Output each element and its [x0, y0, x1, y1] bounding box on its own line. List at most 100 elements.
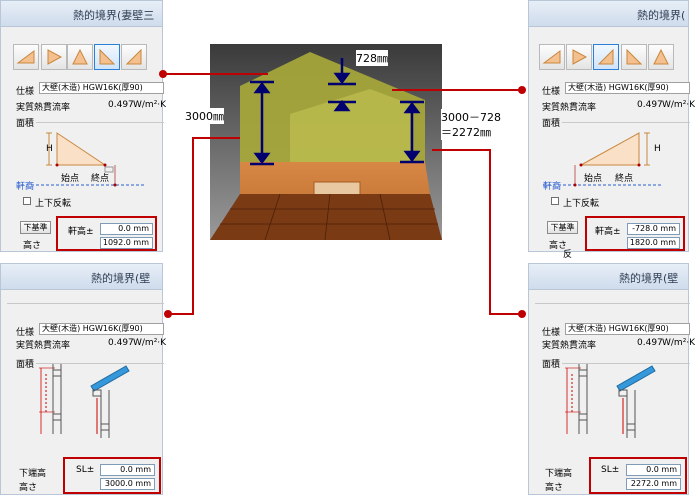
area-group-label: 面積	[16, 360, 35, 370]
highlight-box	[63, 457, 161, 494]
window-title: 熱的境界(壁	[91, 272, 151, 285]
title-bar: 熱的境界(妻壁三	[1, 1, 162, 27]
spec-field[interactable]: 大壁(木造) HGW16K(厚90)	[39, 82, 164, 94]
highlight-box	[585, 216, 685, 251]
height-input[interactable]: 3000.0 mm	[100, 478, 155, 490]
highlight-box	[589, 457, 687, 494]
wall-height-callout: 3000㎜	[185, 108, 224, 124]
gable-inner-face	[290, 89, 410, 162]
area-group-divider	[36, 122, 164, 123]
heat-transmittance-value: 0.497	[637, 100, 663, 110]
window-title: 熱的境界(壁	[619, 272, 679, 285]
sl-offset-label: SL±	[601, 465, 620, 475]
height-label: 高さ	[545, 483, 564, 493]
eave-height-label: 軒高	[543, 182, 562, 192]
height-label: 高さ	[23, 241, 42, 251]
height-diff-formula: 3000－728	[441, 109, 501, 125]
floor-face	[210, 194, 442, 240]
panel-wall-right: 熱的境界(壁 仕様 大壁(木造) HGW16K(厚90) 実質熱貫流率 0.49…	[528, 263, 695, 495]
panel-gable-wall-left: 熱的境界(妻壁三 仕様 大壁(木造) HGW16K(厚90) 実質熱貫流率 0.…	[0, 0, 167, 252]
triangle-peak-button[interactable]	[67, 44, 93, 70]
invert-checkbox[interactable]	[23, 197, 31, 205]
room-3d-view	[210, 44, 442, 241]
toolbar-divider	[535, 303, 690, 304]
invert-cut-label: 反	[563, 250, 573, 260]
heat-transmittance-value: 0.497	[637, 338, 663, 348]
figure-h-label: H	[46, 144, 53, 154]
window-title: 熱的境界(	[637, 9, 686, 22]
figure-start-label: 始点	[584, 174, 603, 184]
heat-transmittance-label: 実質熱貫流率	[542, 341, 597, 351]
area-figure	[21, 132, 144, 187]
heat-transmittance-value: 0.497	[108, 100, 134, 110]
gable-height-callout: 728㎜	[356, 50, 388, 66]
triangle-right-button[interactable]	[566, 44, 592, 70]
title-bar: 熱的境界(	[529, 1, 688, 27]
bottom-edge-height-label: 下端高	[19, 469, 47, 479]
title-bar: 熱的境界(壁	[1, 264, 162, 290]
area-group-label: 面積	[542, 119, 561, 129]
eave-offset-label: 軒高±	[68, 227, 94, 237]
sl-offset-input[interactable]: 0.0 mm	[626, 464, 681, 476]
base-button[interactable]: 下基準	[20, 221, 51, 234]
wall-section-figure	[39, 364, 130, 438]
dimension-lines	[250, 58, 424, 166]
figure-end-label: 終点	[615, 174, 634, 184]
area-group-divider	[36, 363, 164, 364]
area-group-divider	[562, 122, 690, 123]
title-bar: 熱的境界(壁	[529, 264, 688, 290]
heat-transmittance-unit: W/m²·K	[133, 100, 167, 110]
area-group-label: 面積	[542, 360, 561, 370]
figure-end-label: 終点	[91, 174, 110, 184]
figure-start-label: 始点	[61, 174, 80, 184]
area-group-label: 面積	[16, 119, 35, 129]
figure-h-label: H	[654, 144, 661, 154]
highlight-box	[56, 216, 157, 251]
sl-offset-input[interactable]: 0.0 mm	[100, 464, 155, 476]
toolbar-divider	[7, 303, 164, 304]
triangle-left-button[interactable]	[13, 44, 39, 70]
eave-offset-label: 軒高±	[595, 227, 621, 237]
panel-wall-left: 熱的境界(壁 仕様 大壁(木造) HGW16K(厚90) 実質熱貫流率 0.49…	[0, 263, 167, 495]
spec-label: 仕様	[16, 328, 35, 338]
panel-gable-wall-right: 熱的境界( 仕様 大壁(木造) HGW16K(厚90) 実質熱貫流率 0.497…	[528, 0, 695, 260]
height-input[interactable]: 1092.0 mm	[100, 237, 153, 249]
spec-field[interactable]: 大壁(木造) HGW16K(厚90)	[565, 82, 690, 94]
spec-label: 仕様	[542, 87, 561, 97]
triangle-left-button[interactable]	[539, 44, 565, 70]
height-input[interactable]: 1820.0 mm	[627, 237, 680, 249]
eave-offset-input[interactable]: -728.0 mm	[627, 223, 680, 235]
floor-grid	[220, 193, 438, 241]
triangle-slope-left-button[interactable]	[121, 44, 147, 70]
height-diff-result: ＝2272㎜	[441, 124, 491, 140]
height-input[interactable]: 2272.0 mm	[626, 478, 681, 490]
invert-label: 上下反転	[563, 199, 600, 209]
wall-section-figure	[565, 364, 656, 438]
invert-label: 上下反転	[35, 199, 72, 209]
triangle-peak-button[interactable]	[593, 44, 619, 70]
eave-height-label: 軒高	[16, 182, 35, 192]
area-figure	[543, 132, 663, 187]
eave-offset-input[interactable]: 0.0 mm	[100, 223, 153, 235]
spec-field[interactable]: 大壁(木造) HGW16K(厚90)	[39, 323, 164, 335]
triangle-right-button[interactable]	[41, 44, 67, 70]
triangle-slope-right-button[interactable]	[94, 44, 120, 70]
heat-transmittance-unit: W/m²·K	[133, 338, 167, 348]
bottom-edge-height-label: 下端高	[545, 469, 573, 479]
heat-transmittance-label: 実質熱貫流率	[16, 103, 71, 113]
area-group-divider	[562, 363, 690, 364]
heat-transmittance-unit: W/m²·K	[662, 100, 695, 110]
heat-transmittance-value: 0.497	[108, 338, 134, 348]
window-title: 熱的境界(妻壁三	[73, 9, 155, 22]
spec-field[interactable]: 大壁(木造) HGW16K(厚90)	[565, 323, 690, 335]
height-label: 高さ	[549, 241, 568, 251]
sl-offset-label: SL±	[76, 465, 95, 475]
invert-checkbox[interactable]	[551, 197, 559, 205]
base-button[interactable]: 下基準	[547, 221, 578, 234]
triangle-slope-left-button[interactable]	[648, 44, 674, 70]
heat-transmittance-label: 実質熱貫流率	[16, 341, 71, 351]
spec-label: 仕様	[542, 328, 561, 338]
triangle-slope-right-button[interactable]	[621, 44, 647, 70]
heat-transmittance-unit: W/m²·K	[662, 338, 695, 348]
height-label: 高さ	[19, 483, 38, 493]
